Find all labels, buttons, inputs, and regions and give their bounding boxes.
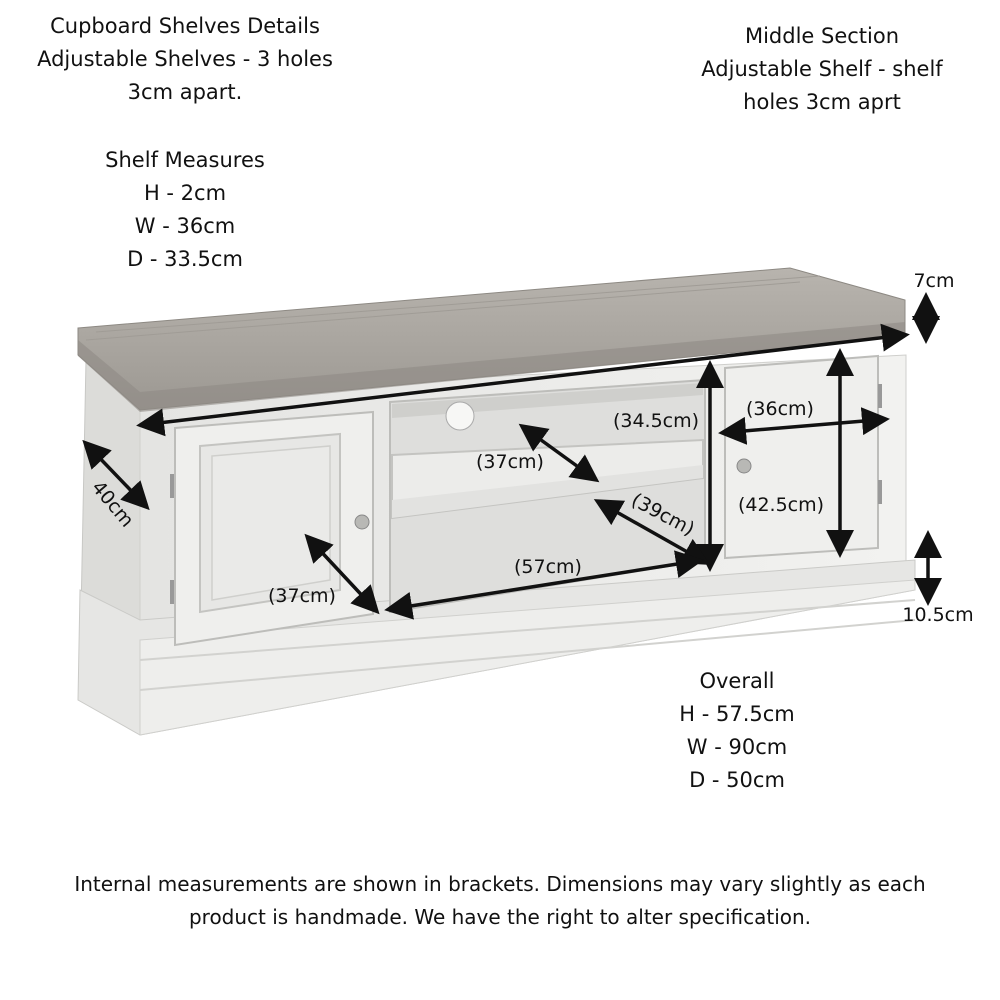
shelf-measures-title: Shelf Measures: [105, 148, 265, 172]
left-cupboard-door: [170, 410, 374, 647]
cupboard-notes-title: Cupboard Shelves Details: [50, 14, 320, 38]
shelf-measures-height: H - 2cm: [143, 181, 227, 205]
overall-depth: D - 50cm: [689, 768, 785, 792]
right-cupboard-door: [724, 354, 882, 560]
shelf-measures-width: W - 36cm: [134, 214, 236, 238]
middle-notes-line: holes 3cm aprt: [743, 90, 901, 114]
middle-lower-depth-arrow: [593, 499, 711, 565]
left-door-depth-arrow: [304, 533, 380, 615]
side-depth-arrow: [82, 439, 150, 511]
dimension-arrows: [82, 292, 942, 620]
shelf-measures: Shelf Measures H - 2cm W - 36cm D - 33.5…: [70, 144, 300, 276]
middle-notes-line: Adjustable Shelf - shelf: [701, 57, 943, 81]
cupboard-notes-line: Adjustable Shelves - 3 holes: [37, 47, 333, 71]
overall-width: W - 90cm: [686, 735, 788, 759]
overall-height: H - 57.5cm: [679, 702, 795, 726]
plinth-height-label: 10.5cm: [902, 604, 973, 626]
middle-width-label: (57cm): [514, 556, 582, 578]
shelf-measures-depth: D - 33.5cm: [127, 247, 243, 271]
footer-line-1: Internal measurements are shown in brack…: [74, 872, 926, 896]
middle-height-label: (34.5cm): [613, 410, 699, 432]
footer-line-2: product is handmade. We have the right t…: [188, 905, 812, 929]
cupboard-notes: Cupboard Shelves Details Adjustable Shel…: [20, 10, 350, 109]
middle-width-arrow: [384, 550, 704, 620]
top-thickness-label: 7cm: [913, 270, 954, 292]
right-height-label: (42.5cm): [738, 494, 824, 516]
middle-notes: Middle Section Adjustable Shelf - shelf …: [672, 20, 972, 119]
left-door-depth-label: (37cm): [268, 585, 336, 607]
middle-notes-title: Middle Section: [744, 24, 900, 48]
overall-measures: Overall H - 57.5cm W - 90cm D - 50cm: [637, 665, 837, 797]
footer-note: Internal measurements are shown in brack…: [0, 868, 1000, 934]
middle-top-depth-arrow: [518, 423, 600, 483]
cupboard-notes-line: 3cm apart.: [127, 80, 243, 104]
middle-top-depth-label: (37cm): [476, 451, 544, 473]
right-width-label: (36cm): [746, 398, 814, 420]
overall-title: Overall: [699, 669, 775, 693]
overall-width-arrow: [136, 323, 910, 437]
